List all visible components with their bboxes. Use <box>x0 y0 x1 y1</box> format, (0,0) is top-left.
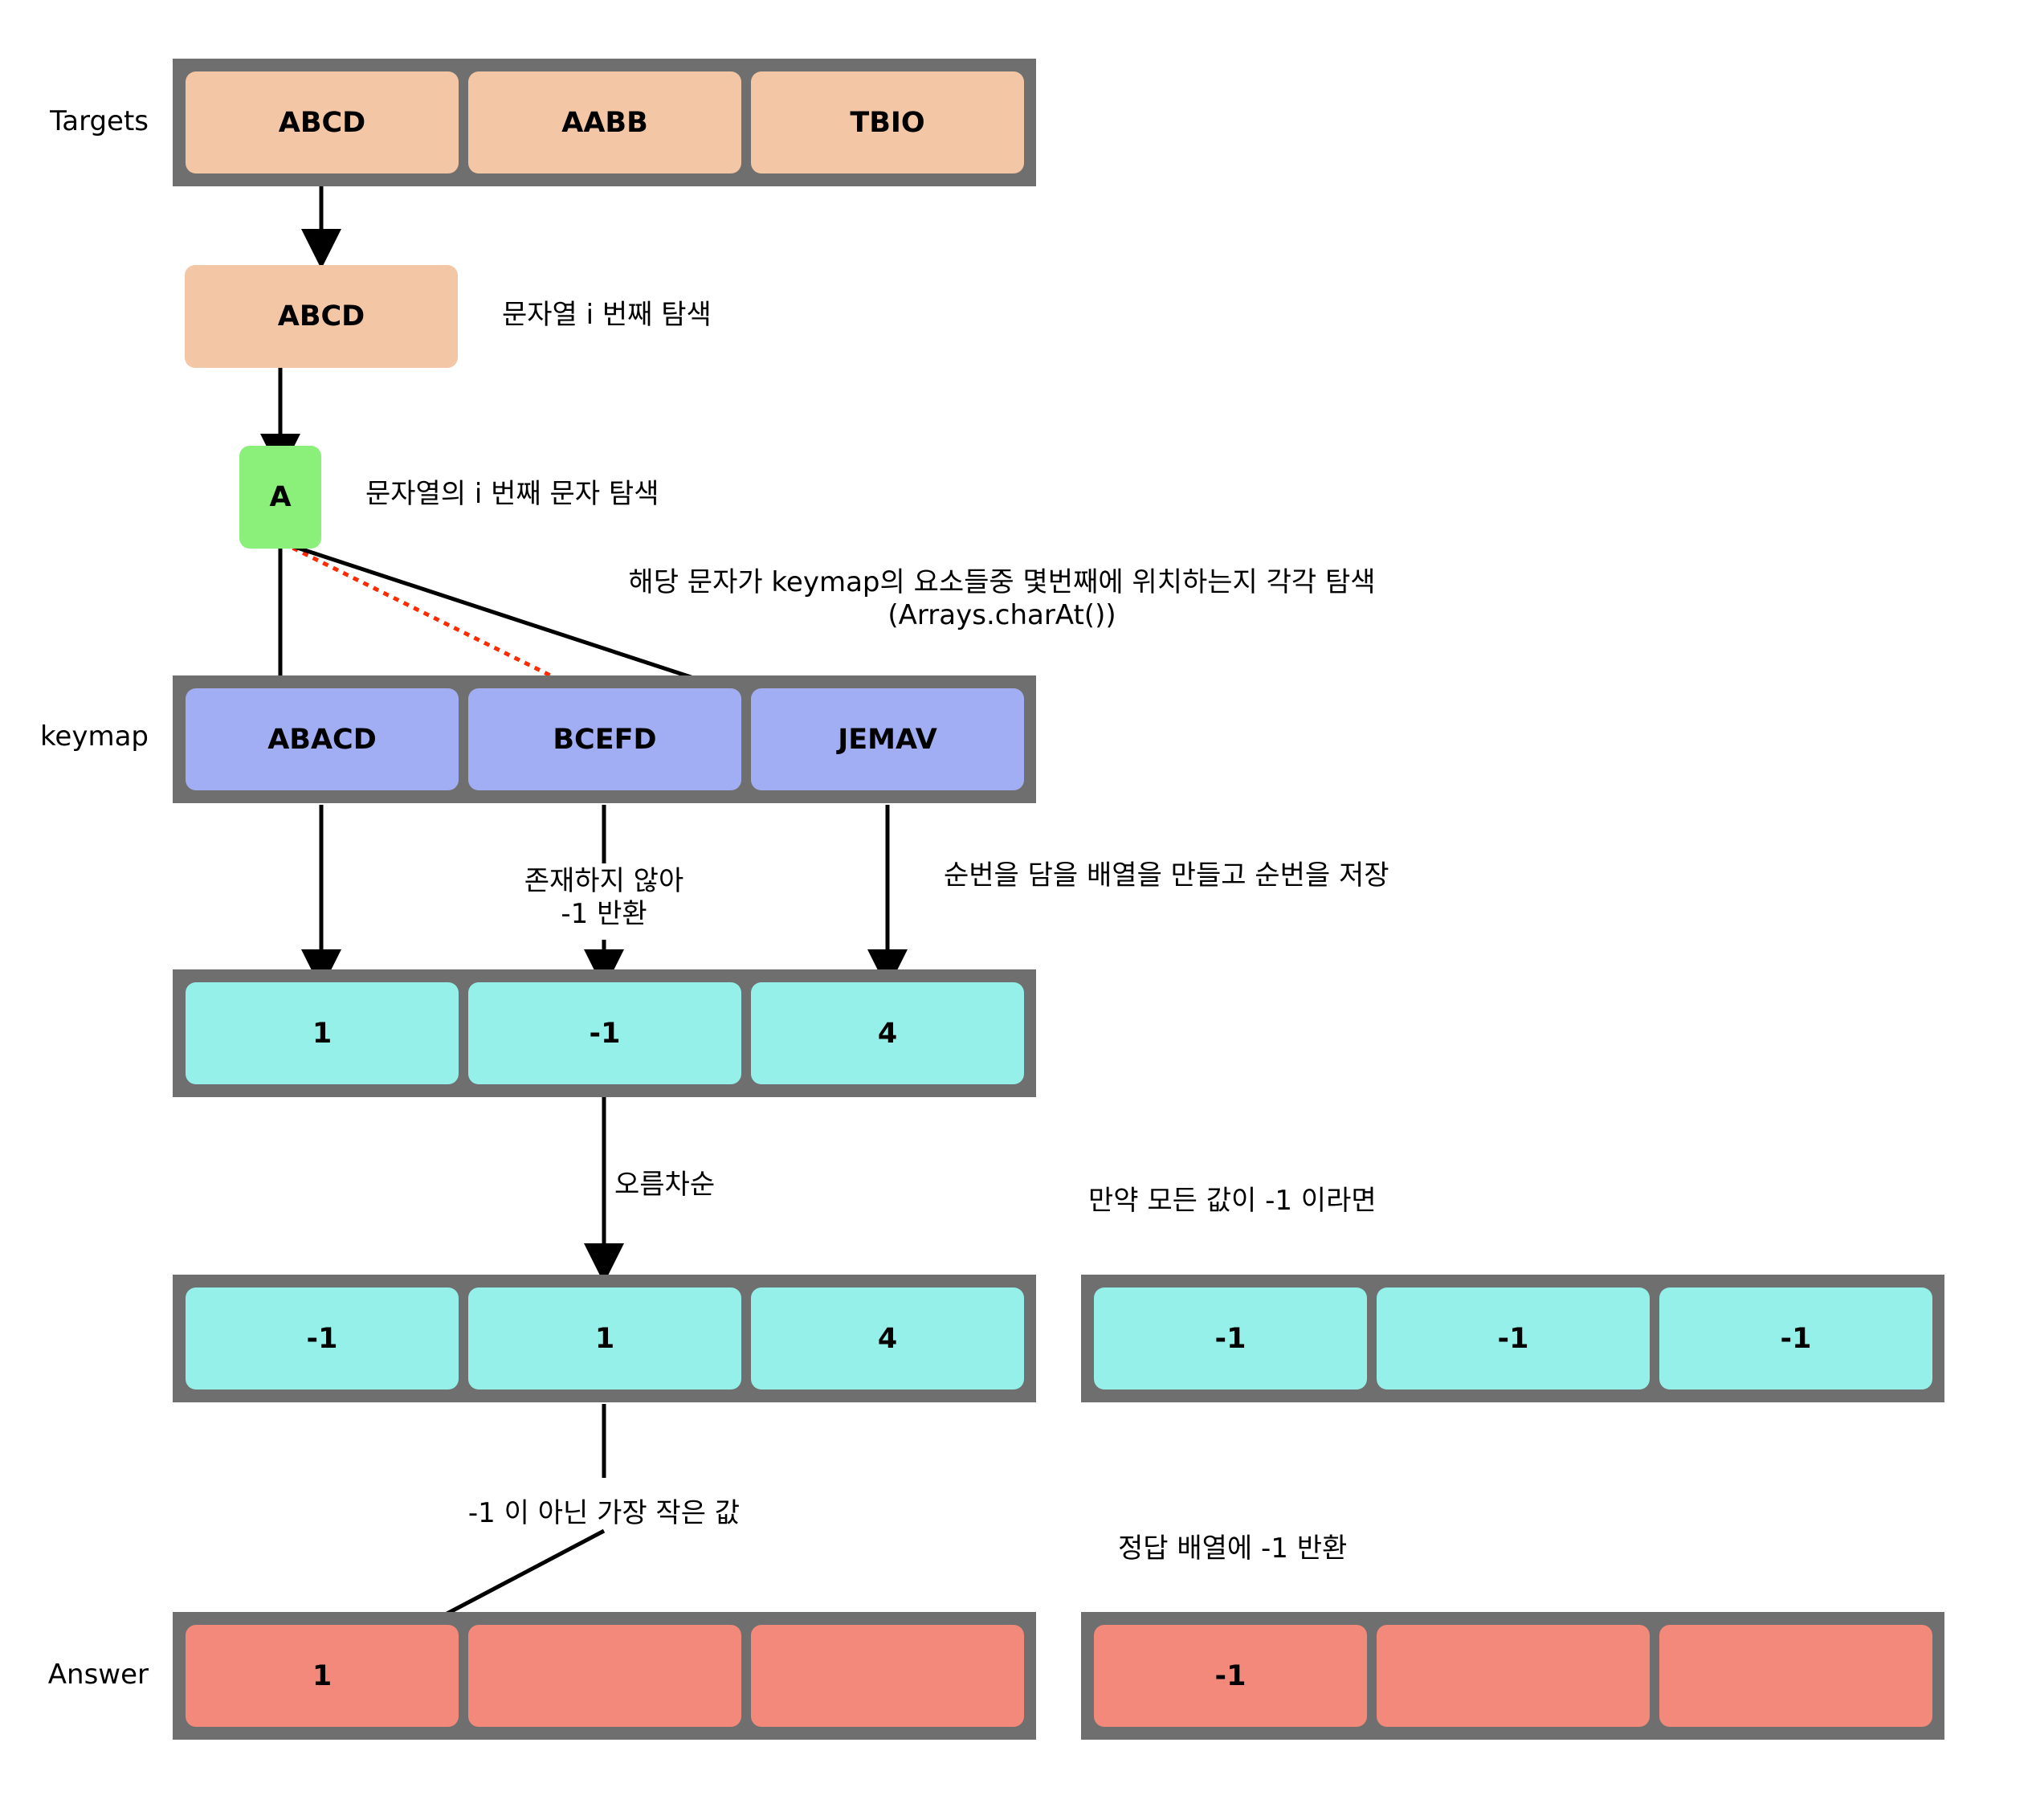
note-search-string: 문자열 i 번째 탐색 <box>502 299 712 331</box>
position-cell: 4 <box>751 982 1024 1084</box>
note-not-exist-line1: 존재하지 않아 <box>524 865 684 897</box>
selected-string-box: ABCD <box>185 265 458 368</box>
targets-cell: ABCD <box>186 71 459 173</box>
answer-cell: -1 <box>1094 1625 1367 1727</box>
keymap-cell: ABACD <box>186 688 459 790</box>
note-find-position-line2: (Arrays.charAt()) <box>887 598 1116 631</box>
answer-cell <box>1659 1625 1932 1727</box>
sorted-array: -1 1 4 <box>173 1275 1036 1402</box>
answer-cell <box>468 1625 741 1727</box>
sorted-cell: 1 <box>468 1287 741 1389</box>
all-negative-cell: -1 <box>1377 1287 1650 1389</box>
note-ascending: 오름차순 <box>614 1169 716 1201</box>
answer-cell <box>1377 1625 1650 1727</box>
keymap-array: ABACD BCEFD JEMAV <box>173 675 1036 803</box>
note-store-order: 순번을 담을 배열을 만들고 순번을 저장 <box>944 859 1389 892</box>
note-find-position-line1: 해당 문자가 keymap의 요소들중 몇번째에 위치하는지 각각 탐색 <box>628 566 1376 598</box>
answer-cell: 1 <box>186 1625 459 1727</box>
keymap-cell: BCEFD <box>468 688 741 790</box>
row-label-answer: Answer <box>47 1659 149 1691</box>
note-return-negative: 정답 배열에 -1 반환 <box>1118 1532 1348 1565</box>
position-cell: -1 <box>468 982 741 1084</box>
targets-array: ABCD AABB TBIO <box>173 59 1036 186</box>
targets-cell: AABB <box>468 71 741 173</box>
sorted-cell: -1 <box>186 1287 459 1389</box>
note-search-char: 문자열의 i 번째 문자 탐색 <box>365 478 659 510</box>
targets-cell: TBIO <box>751 71 1024 173</box>
note-not-exist-line2: -1 반환 <box>561 897 647 930</box>
position-cell: 1 <box>186 982 459 1084</box>
note-if-all-negative: 만약 모든 값이 -1 이라면 <box>1088 1185 1377 1217</box>
selected-char-box: A <box>239 446 321 549</box>
positions-array: 1 -1 4 <box>173 969 1036 1097</box>
keymap-cell: JEMAV <box>751 688 1024 790</box>
row-label-targets: Targets <box>50 105 149 137</box>
answer-cell <box>751 1625 1024 1727</box>
all-negative-array: -1 -1 -1 <box>1081 1275 1944 1402</box>
note-find-position: 해당 문자가 keymap의 요소들중 몇번째에 위치하는지 각각 탐색 (Ar… <box>610 566 1393 632</box>
answer-array-right: -1 <box>1081 1612 1944 1740</box>
all-negative-cell: -1 <box>1094 1287 1367 1389</box>
all-negative-cell: -1 <box>1659 1287 1932 1389</box>
sorted-cell: 4 <box>751 1287 1024 1389</box>
note-smallest-non-negative: -1 이 아닌 가장 작은 값 <box>467 1497 741 1529</box>
answer-array-left: 1 <box>173 1612 1036 1740</box>
note-not-exist: 존재하지 않아 -1 반환 <box>484 865 724 931</box>
row-label-keymap: keymap <box>39 720 149 753</box>
